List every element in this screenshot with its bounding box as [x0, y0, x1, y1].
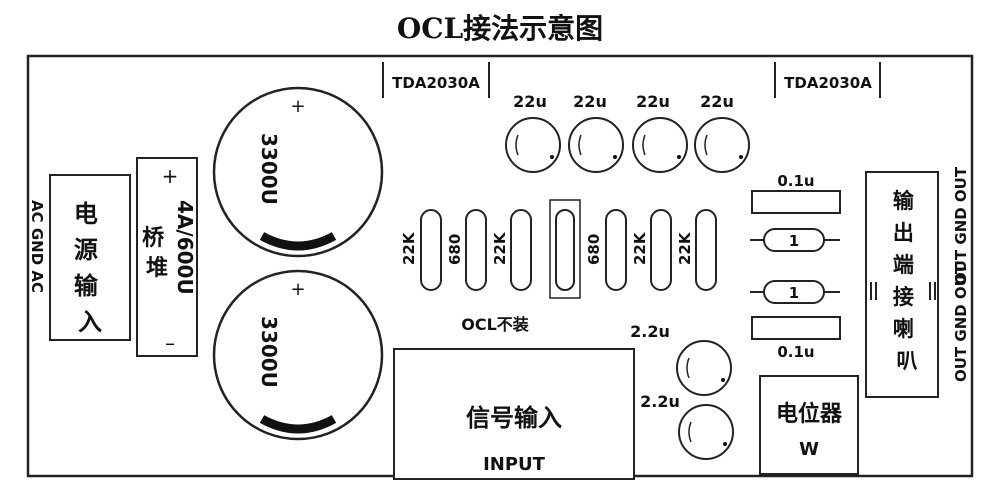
svg-text:0.1u: 0.1u: [777, 343, 814, 361]
speaker-pin-marks: [870, 282, 936, 300]
svg-text:22u: 22u: [636, 92, 670, 111]
large-capacitor-top: + 3300U: [212, 86, 384, 258]
potentiometer-box: [759, 375, 859, 475]
svg-text:22K: 22K: [491, 231, 509, 265]
svg-text:22u: 22u: [573, 92, 607, 111]
large-capacitor-bottom-value: 3300U: [257, 316, 281, 388]
cap-22u-row: 22u 22u 22u 22u: [505, 92, 750, 173]
large-capacitor-bottom: + 3300U: [212, 269, 384, 441]
signal-input-label-en: INPUT: [483, 454, 546, 475]
svg-text:+: +: [290, 279, 305, 300]
signal-input-box: [393, 348, 635, 480]
chip-tda2030a-left: TDA2030A: [382, 62, 490, 98]
ocl-not-installed-note: OCL不装: [461, 315, 529, 334]
svg-text:22u: 22u: [700, 92, 734, 111]
signal-input-label-cn: 信号输入: [466, 404, 562, 432]
chip-tda2030a-right: TDA2030A: [774, 62, 881, 98]
svg-text:680: 680: [446, 234, 464, 265]
ac-gnd-ac-label: AC GND AC: [28, 200, 46, 293]
resistor-group-left: 22K 680 22K: [400, 209, 532, 291]
svg-text:1: 1: [789, 232, 799, 250]
cap-0.1u-bottom: 0.1u: [751, 316, 841, 361]
cap-2.2u-pair: 2.2u 2.2u: [630, 322, 734, 460]
speaker-output-label: 输 出 端 接 喇 叭: [893, 189, 921, 373]
resistor-1-bottom: 1: [750, 280, 840, 304]
svg-text:2.2u: 2.2u: [640, 392, 680, 411]
out-gnd-out-bottom: OUT GND OUT: [952, 263, 970, 382]
power-input-box: [49, 174, 131, 341]
bridge-rating: 4A/600U: [173, 200, 197, 295]
power-input-label: 电 源 输 入: [74, 200, 106, 336]
svg-text:680: 680: [585, 234, 603, 265]
svg-text:22K: 22K: [631, 231, 649, 265]
svg-text:TDA2030A: TDA2030A: [392, 74, 480, 92]
svg-text:TDA2030A: TDA2030A: [784, 74, 872, 92]
svg-text:+: +: [290, 96, 305, 117]
resistor-group-right: 680 22K 22K: [585, 209, 717, 291]
svg-text:22K: 22K: [400, 231, 418, 265]
bridge-minus-sign: –: [165, 331, 175, 355]
svg-text:22K: 22K: [676, 231, 694, 265]
svg-text:22u: 22u: [513, 92, 547, 111]
bridge-label: 桥 堆: [142, 225, 172, 281]
cap-0.1u-top: 0.1u: [751, 172, 841, 214]
out-gnd-out-top: OUT GND OUT: [952, 166, 970, 285]
speaker-output-box: [865, 171, 939, 398]
large-capacitor-top-value: 3300U: [257, 133, 281, 205]
bridge-plus-sign: +: [162, 164, 179, 188]
bridge-rectifier-box: [136, 157, 198, 357]
potentiometer-w: W: [799, 439, 819, 460]
resistor-1-top: 1: [750, 228, 840, 252]
potentiometer-label: 电位器: [776, 401, 843, 427]
svg-text:0.1u: 0.1u: [777, 172, 814, 190]
resistor-ocl-not-installed: [549, 199, 581, 299]
diagram-title: OCL接法示意图: [397, 12, 603, 45]
svg-text:1: 1: [789, 284, 799, 302]
svg-text:2.2u: 2.2u: [630, 322, 670, 341]
